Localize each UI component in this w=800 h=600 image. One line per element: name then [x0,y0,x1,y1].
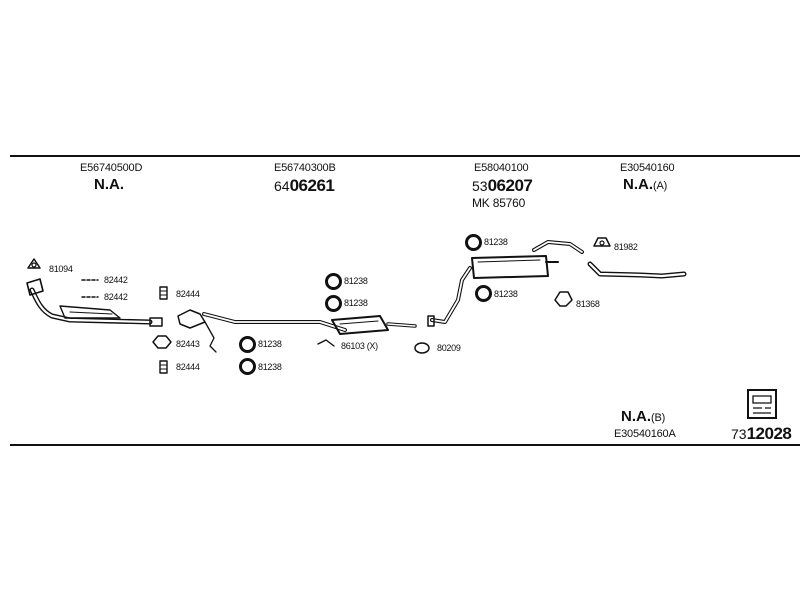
part-label: 81094 [49,264,73,274]
reference-label-4: N.A.(A) [623,176,667,194]
reference-prefix-2: 64 [274,178,290,194]
part-label: 82442 [104,292,128,302]
reference-number-2: 6406261 [274,176,335,196]
oe-number-3: E58040100 [474,162,529,174]
mounting-kit-number: MK 85760 [472,196,526,210]
part-label: 82443 [176,339,200,349]
bottom-reference-suffix: (B) [651,412,666,424]
front-pipe-heat-shield [59,305,121,319]
rubber-hanger-81982 [593,237,611,247]
ring-icon [239,358,256,375]
catalogue-main: 12028 [746,424,792,443]
gasket-80209 [414,342,430,354]
clamp-icon [152,335,172,349]
reference-main-4: N.A. [623,176,653,193]
clamp-81368 [554,291,573,307]
bottom-oe-number: E30540160A [614,428,676,440]
bottom-reference-label: N.A.(B) [621,408,665,426]
catalogue-number: 7312028 [731,424,792,444]
part-label: 82444 [176,362,200,372]
hanger-wire [204,321,217,353]
top-rule [10,155,800,157]
spring-82444-b [159,360,168,374]
reference-suffix-4: (A) [653,180,668,192]
oe-number-1: E56740500D [80,162,143,174]
box-icon [747,389,777,419]
reference-main-3: 06207 [487,176,533,195]
ring-icon [239,336,256,353]
rear-pipe-flange [427,315,435,327]
part-label: 81238 [258,339,282,349]
part-label: 81238 [344,276,368,286]
part-label: 81238 [484,237,508,247]
spring-82444-a [159,286,168,300]
part-label: 86103 (X) [341,341,378,351]
ring-icon [475,285,492,302]
reference-label-1: N.A. [94,176,124,193]
front-pipe-flange [26,278,44,296]
gasket-icon [27,258,41,269]
bottom-reference-main: N.A. [621,408,651,425]
bracket-86103 [317,339,335,347]
front-pipe-end-flange [149,317,163,327]
part-label: 81982 [614,242,638,252]
part-label: 80209 [437,343,461,353]
part-label: 82442 [104,275,128,285]
middle-silencer [331,315,389,335]
part-label: 81238 [258,362,282,372]
bottom-rule [10,444,800,446]
reference-number-3: 5306207 [472,176,533,196]
ring-icon [325,273,342,290]
part-label: 81368 [576,299,600,309]
ring-icon [325,295,342,312]
bracket-icon [177,309,206,329]
catalogue-prefix: 73 [731,426,747,442]
reference-prefix-3: 53 [472,178,488,194]
reference-main-2: 06261 [289,176,335,195]
rear-silencer [471,255,549,279]
ring-icon [465,234,482,251]
oe-number-2: E56740300B [274,162,336,174]
part-label: 82444 [176,289,200,299]
oe-number-4: E30540160 [620,162,675,174]
front-pipe [29,287,153,325]
part-label: 81238 [344,298,368,308]
part-label: 81238 [494,289,518,299]
